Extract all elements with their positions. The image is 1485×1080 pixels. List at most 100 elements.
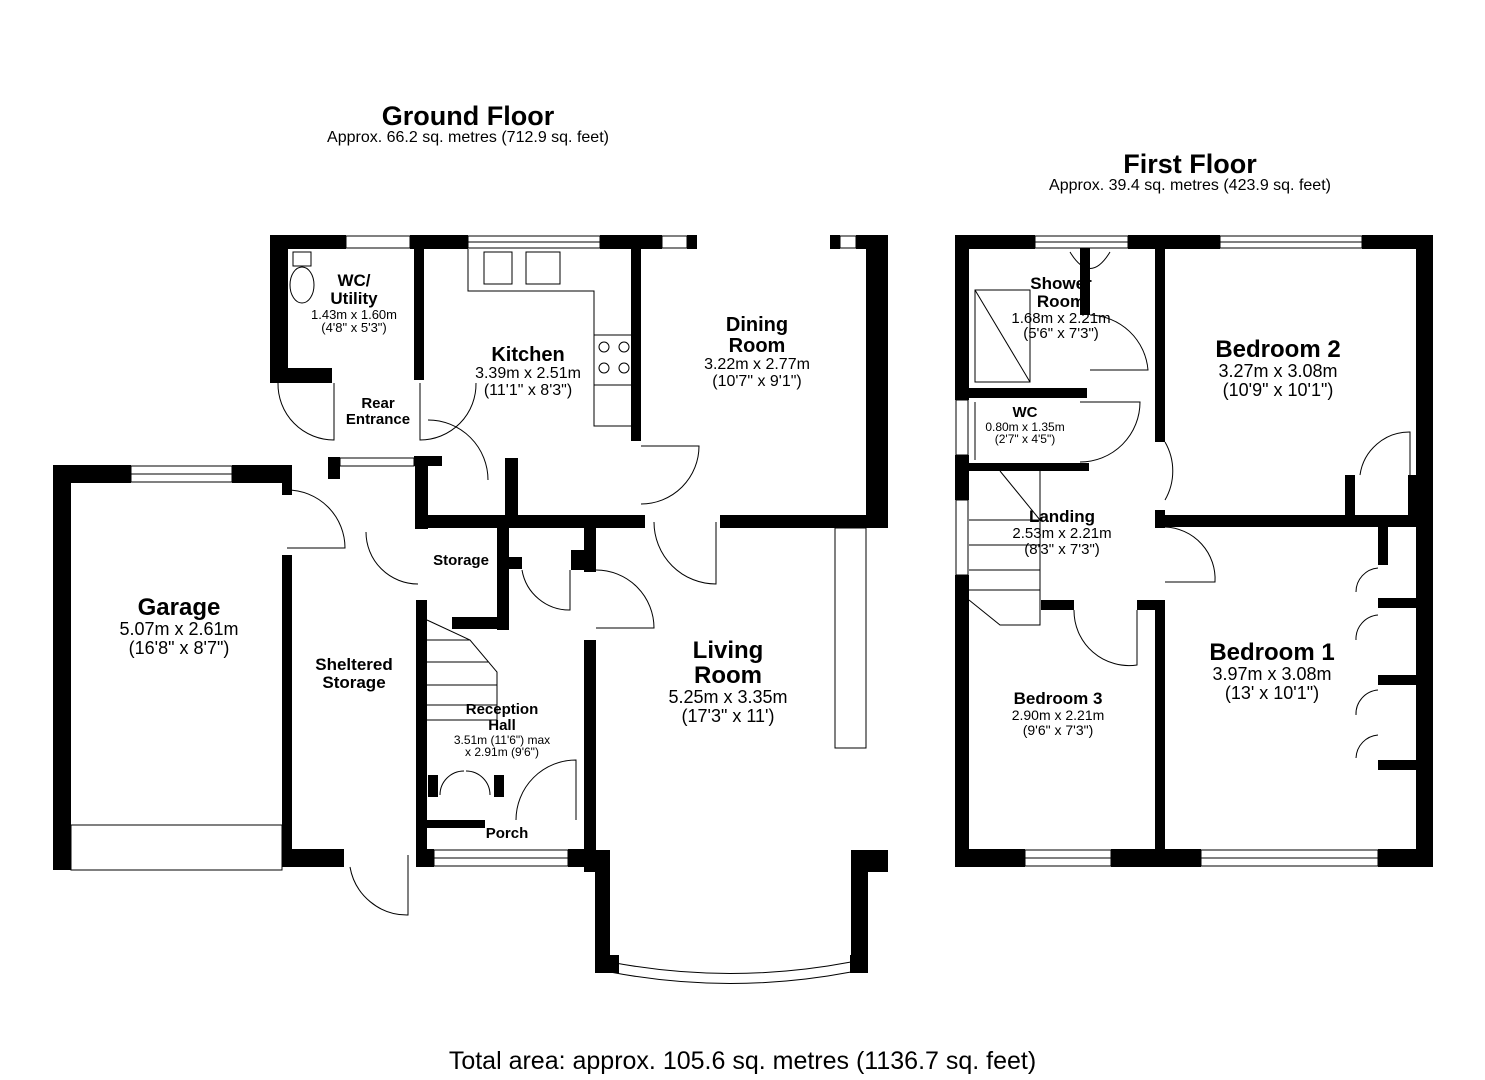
room-dimensions-imperial: (5'6" x 7'3") — [1023, 325, 1099, 343]
room-name: WC — [1012, 404, 1038, 421]
room-porch: Porch — [486, 826, 529, 842]
room-dimensions: 5.07m x 2.61m — [119, 619, 239, 640]
wall — [600, 235, 662, 249]
wall — [452, 617, 508, 629]
window — [661, 235, 688, 249]
room-name: Hall — [488, 716, 516, 734]
room-name: Utility — [330, 288, 378, 308]
wall — [497, 522, 509, 630]
room-dimensions-imperial: (11'1" x 8'3") — [483, 381, 573, 399]
room-name: Sheltered — [315, 655, 393, 674]
wall — [1128, 235, 1220, 249]
room-dimensions: 2.90m x 2.21m — [1011, 706, 1105, 723]
room-name: Garage — [137, 594, 221, 621]
wall — [1416, 235, 1433, 867]
wall — [1080, 247, 1090, 315]
wall — [415, 515, 645, 528]
room-dimensions: 3.51m (11'6") max — [453, 732, 551, 747]
wall — [866, 235, 888, 523]
window — [955, 499, 969, 576]
wall — [850, 955, 868, 973]
wall — [631, 247, 641, 441]
room-name: Kitchen — [491, 344, 565, 366]
wall — [955, 235, 969, 400]
wall — [720, 515, 888, 528]
room-dimensions-imperial: x 2.91m (9'6") — [465, 745, 539, 760]
wall — [955, 235, 1035, 249]
room-kitchen: Kitchen 3.39m x 2.51m (11'1" x 8'3") — [475, 345, 581, 400]
wall — [416, 600, 427, 865]
wall — [1378, 598, 1418, 608]
wall — [1378, 525, 1388, 565]
room-name: Bedroom 2 — [1215, 336, 1341, 363]
room-dimensions-imperial: (16'8" x 8'7") — [128, 638, 230, 659]
room-dimensions-imperial: (8'3" x 7'3") — [1024, 540, 1100, 558]
wall — [584, 522, 596, 572]
room-name: Entrance — [345, 410, 411, 428]
room-name: Bedroom 1 — [1209, 639, 1335, 666]
room-dimensions: 3.22m x 2.77m — [704, 356, 810, 373]
wall — [414, 240, 424, 380]
wall — [595, 850, 610, 972]
first-floor-heading: First Floor Approx. 39.4 sq. metres (423… — [1049, 150, 1331, 195]
room-wc: WC 0.80m x 1.35m (2'7" x 4'5") — [985, 405, 1064, 446]
window — [339, 457, 415, 467]
room-dimensions-imperial: (4'8" x 5'3") — [321, 320, 387, 336]
wall — [232, 465, 292, 483]
room-wc-utility: WC/ Utility 1.43m x 1.60m (4'8" x 5'3") — [311, 272, 397, 335]
room-name: Room — [694, 662, 762, 690]
wall — [1362, 235, 1433, 249]
room-sheltered-storage: Sheltered Storage — [315, 656, 392, 692]
wall — [568, 849, 596, 867]
bay-window — [609, 971, 852, 984]
wall — [53, 465, 131, 483]
wall — [428, 775, 438, 797]
wall — [1378, 760, 1418, 770]
total-area: Total area: approx. 105.6 sq. metres (11… — [448, 1047, 1037, 1075]
room-name: Room — [728, 335, 786, 357]
wall — [1345, 475, 1355, 517]
room-dimensions-imperial: (9'6" x 7'3") — [1022, 721, 1094, 738]
room-bedroom-3: Bedroom 3 2.90m x 2.21m (9'6" x 7'3") — [1012, 690, 1105, 737]
wall — [53, 465, 71, 870]
room-name: Living — [692, 637, 764, 664]
wall — [1155, 515, 1418, 527]
room-name: WC/ — [337, 271, 371, 290]
room-dimensions-imperial: (13' x 10'1") — [1224, 683, 1320, 704]
wall — [505, 458, 518, 528]
room-dimensions: 1.68m x 2.21m — [1011, 309, 1111, 327]
wall — [1137, 600, 1165, 610]
room-dimensions: 5.25m x 3.35m — [668, 687, 788, 708]
wall — [427, 820, 485, 828]
window — [955, 399, 969, 456]
room-dimensions: 0.80m x 1.35m — [985, 419, 1065, 434]
room-name: Bedroom 3 — [1013, 689, 1103, 708]
ground-floor-heading: Ground Floor Approx. 66.2 sq. metres (71… — [327, 102, 609, 147]
room-name: Porch — [485, 825, 529, 842]
room-rear-entrance: Rear Entrance — [346, 396, 410, 428]
window — [839, 235, 857, 249]
room-dimensions-imperial: (17'3" x 11') — [681, 706, 775, 727]
room-landing: Landing 2.53m x 2.21m (8'3" x 7'3") — [1012, 508, 1111, 557]
wall — [1155, 247, 1165, 442]
wall — [851, 850, 868, 972]
wall — [955, 849, 1025, 867]
room-dimensions: 1.43m x 1.60m — [311, 306, 397, 322]
room-name: Room — [1036, 291, 1086, 311]
wall — [584, 640, 596, 872]
room-dimensions: 2.53m x 2.21m — [1012, 524, 1112, 542]
fixtures — [70, 249, 1411, 984]
wall — [571, 550, 586, 570]
room-dimensions-imperial: (10'9" x 10'1") — [1222, 380, 1334, 401]
wall — [969, 463, 1089, 471]
room-name: Dining — [725, 314, 789, 336]
room-shower-room: Shower Room 1.68m x 2.21m (5'6" x 7'3") — [1011, 275, 1110, 342]
room-name: Storage — [322, 672, 386, 692]
room-bedroom-1: Bedroom 1 3.97m x 3.08m (13' x 10'1") — [1209, 640, 1334, 703]
wall — [687, 235, 697, 249]
wall — [1378, 849, 1433, 867]
wall — [282, 465, 292, 495]
wall — [955, 575, 969, 867]
wall — [328, 457, 340, 479]
